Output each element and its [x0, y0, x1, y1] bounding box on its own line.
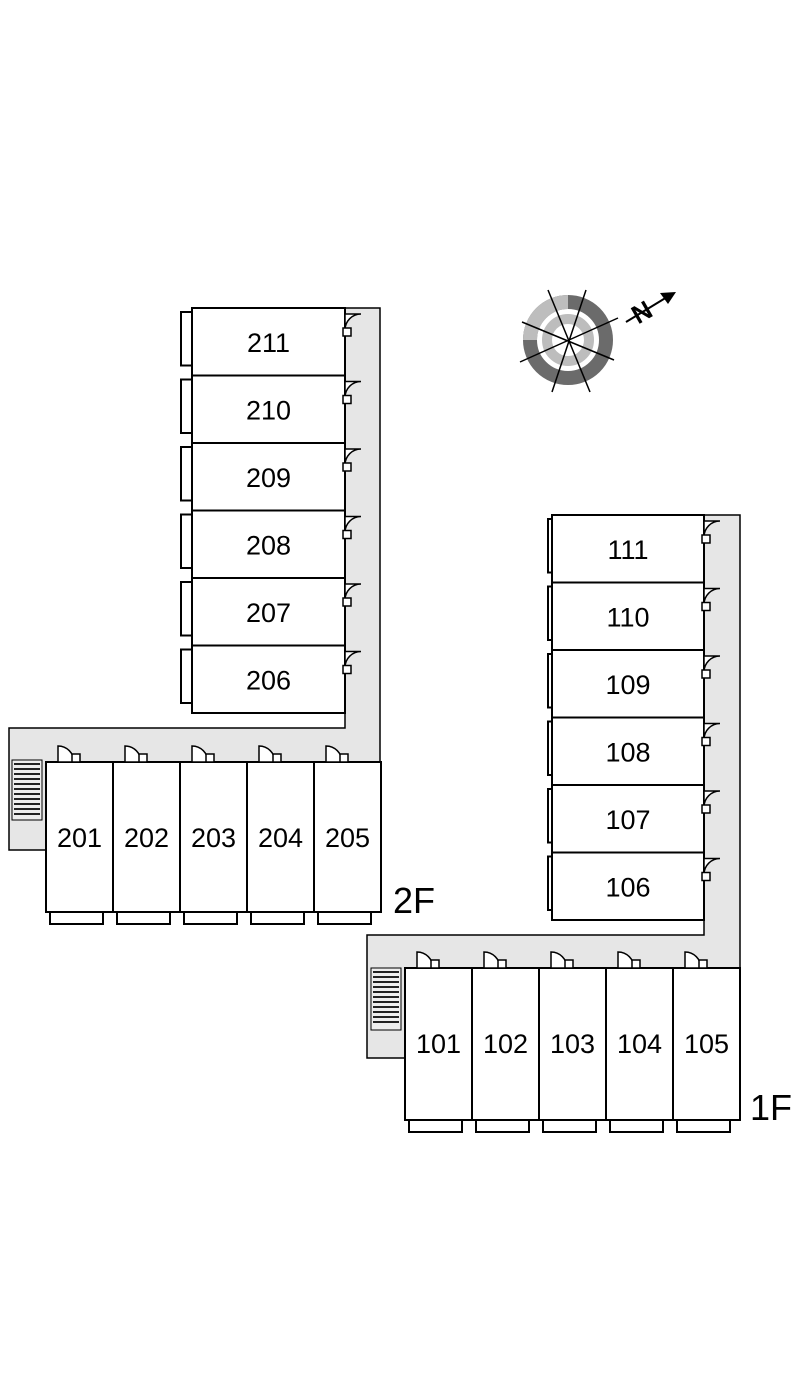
unit-109: 109: [547, 649, 721, 719]
unit-101: 101: [404, 951, 473, 1133]
unit-label: 109: [605, 670, 650, 700]
balcony: [547, 585, 553, 641]
door-icon: [701, 857, 721, 882]
balcony: [180, 446, 193, 502]
unit-210: 210: [180, 374, 362, 444]
unit-label: 203: [191, 823, 236, 853]
balcony: [317, 911, 372, 925]
unit-label: 105: [684, 1029, 729, 1059]
balcony: [547, 720, 553, 776]
door-icon: [684, 951, 708, 969]
unit-203: 203: [179, 745, 248, 925]
door-icon: [701, 655, 721, 679]
door-icon: [325, 745, 349, 763]
door-icon: [701, 520, 721, 544]
balcony: [676, 1119, 731, 1133]
door-icon: [483, 951, 507, 969]
unit-107: 107: [547, 784, 721, 854]
unit-label: 209: [246, 463, 291, 493]
stairs-1f-icon: [370, 967, 402, 1031]
door-icon: [191, 745, 215, 763]
balcony: [547, 653, 553, 709]
balcony: [475, 1119, 530, 1133]
unit-110: 110: [547, 581, 721, 651]
balcony: [609, 1119, 664, 1133]
unit-label: 210: [246, 395, 291, 425]
unit-111: 111: [547, 514, 721, 584]
door-icon: [617, 951, 641, 969]
unit-label: 107: [605, 805, 650, 835]
unit-label: 108: [605, 737, 650, 767]
compass-north-label: N: [626, 294, 657, 329]
unit-label: 111: [607, 535, 648, 565]
door-icon: [416, 951, 440, 969]
balcony: [547, 855, 553, 911]
unit-204: 204: [246, 745, 315, 925]
door-icon: [342, 650, 362, 675]
unit-211: 211: [180, 307, 362, 377]
stairs-2f-icon: [11, 759, 43, 821]
unit-label: 201: [57, 823, 102, 853]
balcony: [542, 1119, 597, 1133]
unit-label: 102: [483, 1029, 528, 1059]
unit-102: 102: [471, 951, 540, 1133]
unit-105: 105: [672, 951, 741, 1133]
unit-104: 104: [605, 951, 674, 1133]
door-icon: [342, 515, 362, 540]
door-icon: [701, 587, 721, 612]
unit-label: 204: [258, 823, 303, 853]
balcony: [547, 788, 553, 844]
floor-2f-plan: 211 210 209 208 207 206 201 202 203 204 205 2F: [8, 307, 435, 925]
unit-label: 202: [124, 823, 169, 853]
unit-208: 208: [180, 509, 362, 579]
unit-label: 211: [247, 328, 290, 358]
floor-label-1f: 1F: [750, 1087, 792, 1128]
unit-205: 205: [313, 745, 382, 925]
floor-label-2f: 2F: [393, 880, 435, 921]
door-icon: [342, 448, 362, 472]
unit-106: 106: [547, 851, 721, 921]
unit-label: 206: [246, 665, 291, 695]
balcony: [180, 648, 193, 704]
unit-label: 208: [246, 530, 291, 560]
door-icon: [550, 951, 574, 969]
door-icon: [258, 745, 282, 763]
balcony: [250, 911, 305, 925]
door-icon: [342, 313, 362, 337]
unit-108: 108: [547, 716, 721, 786]
unit-201: 201: [45, 745, 114, 925]
floor-1f-plan: 111 110 109 108 107 106 101 102 103 104 105 1F: [366, 514, 792, 1133]
unit-207: 207: [180, 577, 362, 647]
unit-206: 206: [180, 644, 362, 714]
unit-label: 106: [605, 872, 650, 902]
balcony: [180, 581, 193, 637]
door-icon: [701, 722, 721, 747]
balcony: [180, 378, 193, 434]
unit-label: 104: [617, 1029, 662, 1059]
door-icon: [342, 583, 362, 607]
unit-label: 205: [325, 823, 370, 853]
unit-209: 209: [180, 442, 362, 512]
unit-label: 101: [416, 1029, 461, 1059]
door-icon: [124, 745, 148, 763]
unit-label: 103: [550, 1029, 595, 1059]
unit-label: 110: [606, 602, 649, 632]
unit-103: 103: [538, 951, 607, 1133]
balcony: [49, 911, 104, 925]
door-icon: [342, 380, 362, 405]
balcony: [183, 911, 238, 925]
balcony: [180, 513, 193, 569]
unit-label: 207: [246, 598, 291, 628]
unit-202: 202: [112, 745, 181, 925]
balcony: [408, 1119, 463, 1133]
door-icon: [57, 745, 81, 763]
balcony: [116, 911, 171, 925]
compass-rose-icon: N: [519, 289, 676, 393]
balcony: [180, 311, 193, 367]
door-icon: [701, 790, 721, 814]
balcony: [547, 518, 553, 574]
